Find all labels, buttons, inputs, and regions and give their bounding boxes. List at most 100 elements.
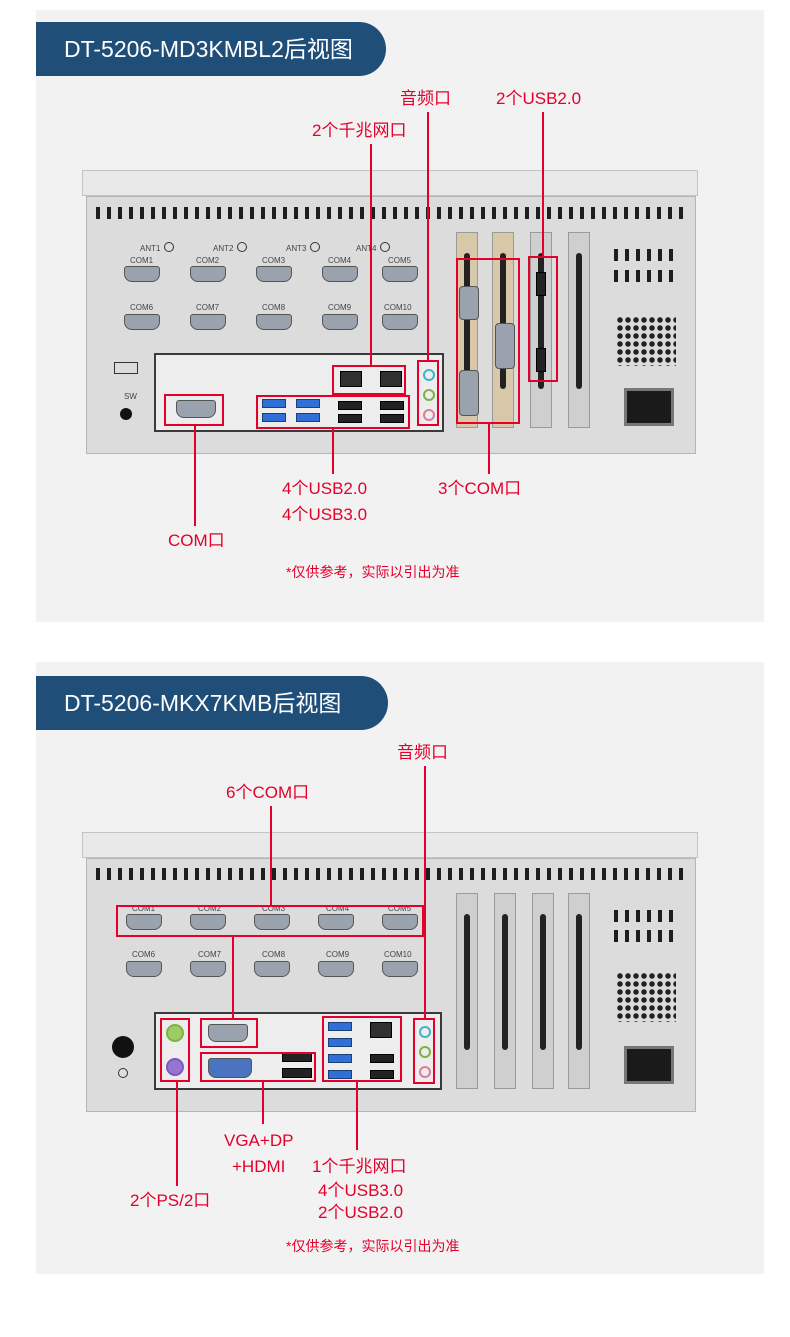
top-usb2-port-3 [338,414,362,423]
top-slot-com-2 [495,323,515,369]
top-label-audio: 音频口 [400,89,451,108]
top-com4-label: COM4 [328,256,352,265]
top-ant1-label: ANT1 [140,244,161,253]
top-com2-label: COM2 [196,256,220,265]
bottom-line-com6-drop [232,937,234,1018]
bottom-com10-port [382,961,418,977]
bottom-com6-port [126,961,162,977]
bottom-label-lan-1: 1个千兆网口 [312,1157,407,1176]
top-side-vent-1 [614,249,680,261]
bottom-com8-label: COM8 [262,950,286,959]
top-title: DT-5206-MD3KMBL2后视图 [36,22,386,76]
top-callout-box-com [164,394,224,426]
bottom-com7-port [190,961,226,977]
top-label-io-usb-2: 4个USB3.0 [282,505,368,524]
bottom-line-ps2 [176,1082,178,1186]
top-slot-4 [568,232,590,428]
top-label-io-usb-1: 4个USB2.0 [282,479,368,498]
bottom-label-ps2: 2个PS/2口 [130,1191,211,1210]
top-usb3-port-1 [262,399,286,408]
bottom-com4-label: COM4 [326,904,350,913]
bottom-com1-label: COM1 [132,904,156,913]
bottom-power-button [112,1036,134,1058]
top-com5-label: COM5 [388,256,412,265]
top-com9-label: COM9 [328,303,352,312]
top-ant4-knob [380,242,390,252]
top-io-com-port [176,400,216,418]
bottom-title: DT-5206-MKX7KMB后视图 [36,676,388,730]
bottom-com10-label: COM10 [384,950,412,959]
top-chassis-lid [82,170,698,196]
bottom-note: *仅供参考，实际以引出为准 [286,1238,460,1254]
bottom-callout-box-lan [322,1016,402,1082]
bottom-usb2-port-1 [370,1054,394,1063]
bottom-chassis-lid [82,832,698,858]
bottom-com6-label: COM6 [132,950,156,959]
top-vent-row [96,207,686,219]
top-usb2-port-1 [338,401,362,410]
top-audio-jack-3 [423,409,435,421]
bottom-com2-port [190,914,226,930]
top-ant3-knob [310,242,320,252]
bottom-com7-label: COM7 [198,950,222,959]
top-com3-label: COM3 [262,256,286,265]
bottom-audio-jack-2 [419,1046,431,1058]
bottom-audio-jack-3 [419,1066,431,1078]
bottom-reset-knob [118,1068,128,1078]
bottom-com8-port [254,961,290,977]
bottom-power-socket [624,1046,674,1084]
top-sw-switch [114,362,138,374]
top-audio-jack-1 [423,369,435,381]
bottom-vent-row [96,868,686,880]
bottom-usb3-port-4 [328,1070,352,1079]
bottom-side-vent-1 [614,910,680,922]
top-com1-port [124,266,160,282]
top-com1-label: COM1 [130,256,154,265]
top-slot-com-1 [459,286,479,320]
top-line-com [194,426,196,526]
top-com6-label: COM6 [130,303,154,312]
top-line-io-usb [332,429,334,474]
bottom-label-audio: 音频口 [397,743,448,762]
bottom-label-vga-2: +HDMI [232,1157,286,1176]
bottom-com5-label: COM5 [388,904,412,913]
bottom-line-vga [262,1082,264,1124]
top-audio-jack-2 [423,389,435,401]
top-ant2-knob [237,242,247,252]
top-sw-button [120,408,132,420]
top-callout-box-io-usb [256,395,410,429]
top-lan-port-2 [380,371,402,387]
bottom-slot-3 [532,893,554,1089]
top-power-socket [624,388,674,426]
top-com2-port [190,266,226,282]
top-lan-port-1 [340,371,362,387]
bottom-slot-4 [568,893,590,1089]
bottom-com4-port [318,914,354,930]
bottom-com9-port [318,961,354,977]
bottom-io-com-port [208,1024,248,1042]
bottom-com9-label: COM9 [326,950,350,959]
top-com10-label: COM10 [384,303,412,312]
bottom-usb2-port-2 [370,1070,394,1079]
top-ant4-label: ANT4 [356,244,377,253]
bottom-label-vga-1: VGA+DP [224,1131,294,1150]
bottom-line-com6 [270,806,272,906]
top-callout-box-lan [332,365,406,395]
top-usb2-port-4 [380,414,404,423]
top-callout-box-audio [417,360,439,426]
top-usb3-port-3 [262,413,286,422]
top-com10-port [382,314,418,330]
top-callout-box-com3 [456,258,520,424]
top-com4-port [322,266,358,282]
bottom-audio-jack-1 [419,1026,431,1038]
bottom-usb3-port-3 [328,1054,352,1063]
bottom-ps2-port-2 [166,1058,184,1076]
bottom-fan-grille [616,972,676,1022]
bottom-slot-1 [456,893,478,1089]
top-ant2-label: ANT2 [213,244,234,253]
bottom-side-vent-2 [614,930,680,942]
bottom-ps2-port-1 [166,1024,184,1042]
top-slot-usb-2 [536,348,546,372]
top-slot-3 [530,232,552,428]
top-com3-port [256,266,292,282]
